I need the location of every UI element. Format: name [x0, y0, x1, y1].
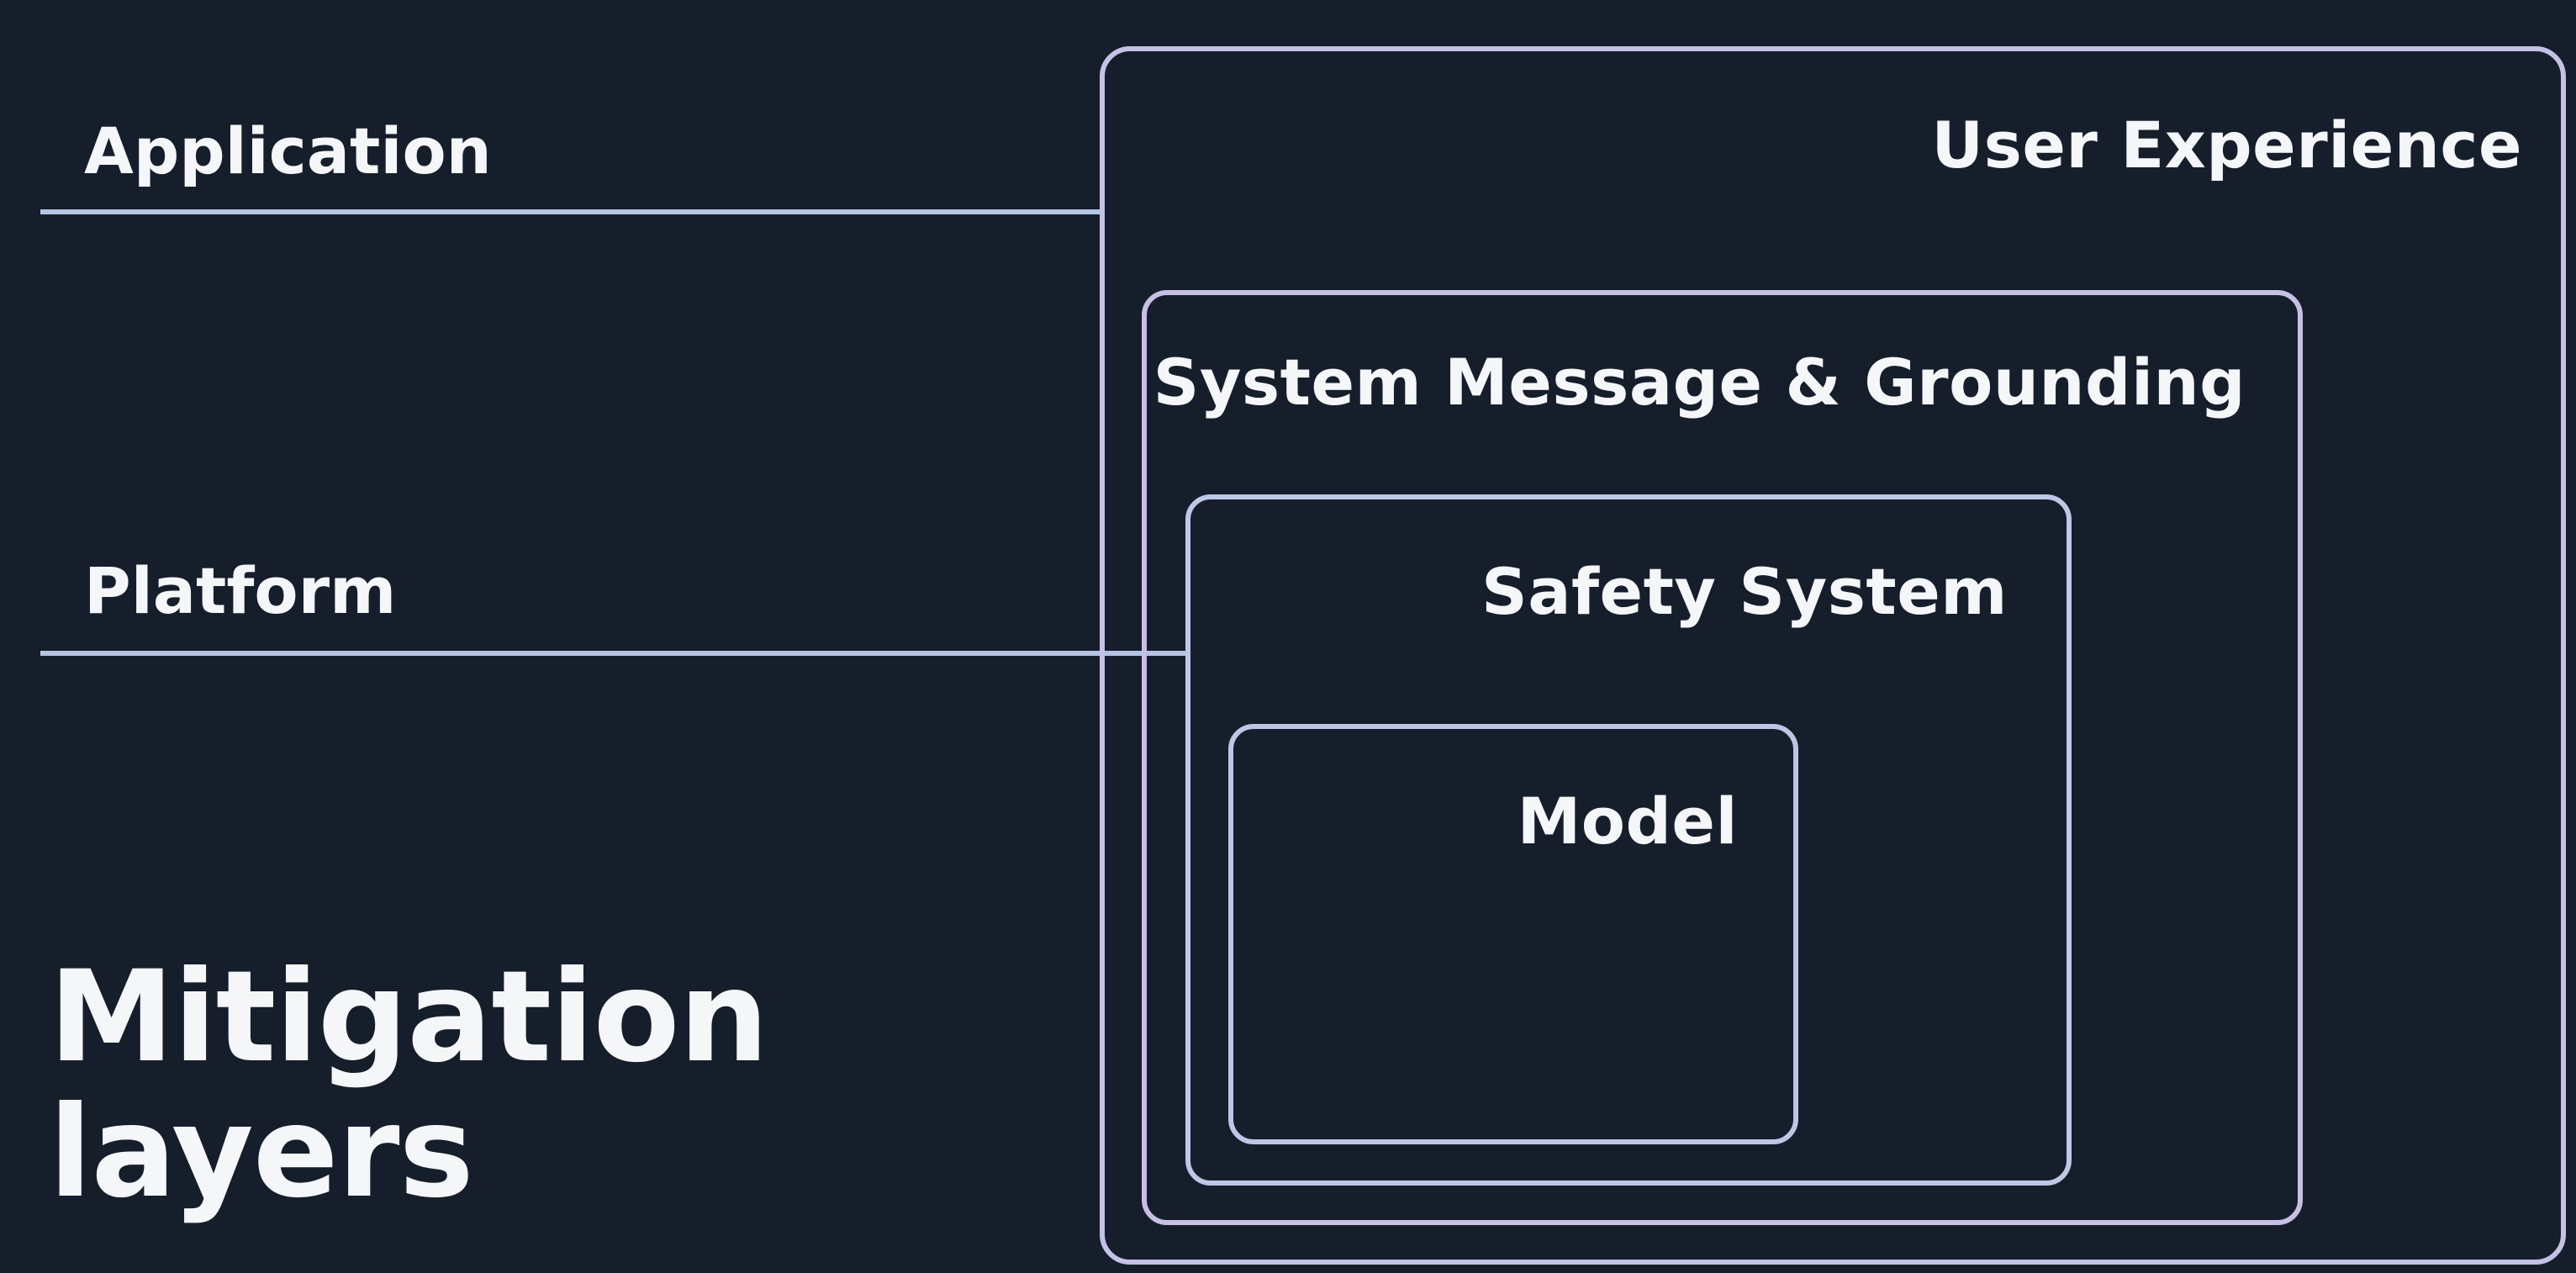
model-label: Model — [1517, 784, 1738, 858]
model-layer: Model — [1228, 724, 1798, 1144]
system-message-label: System Message & Grounding — [1153, 345, 2246, 420]
user-experience-layer: User Experience — [1100, 46, 2566, 1265]
platform-label: Platform — [84, 553, 397, 628]
title-line-1: Mitigation — [49, 944, 768, 1091]
application-connector-line — [40, 209, 1103, 214]
safety-system-layer: Safety System — [1185, 494, 2072, 1186]
title-line-2: layers — [49, 1079, 474, 1226]
system-message-layer: System Message & Grounding — [1142, 290, 2303, 1225]
platform-connector-line — [40, 651, 1189, 656]
user-experience-label: User Experience — [1931, 108, 2522, 182]
safety-system-label: Safety System — [1481, 554, 2008, 629]
application-label: Application — [84, 114, 492, 188]
page-title: Mitigation layers — [49, 950, 768, 1220]
